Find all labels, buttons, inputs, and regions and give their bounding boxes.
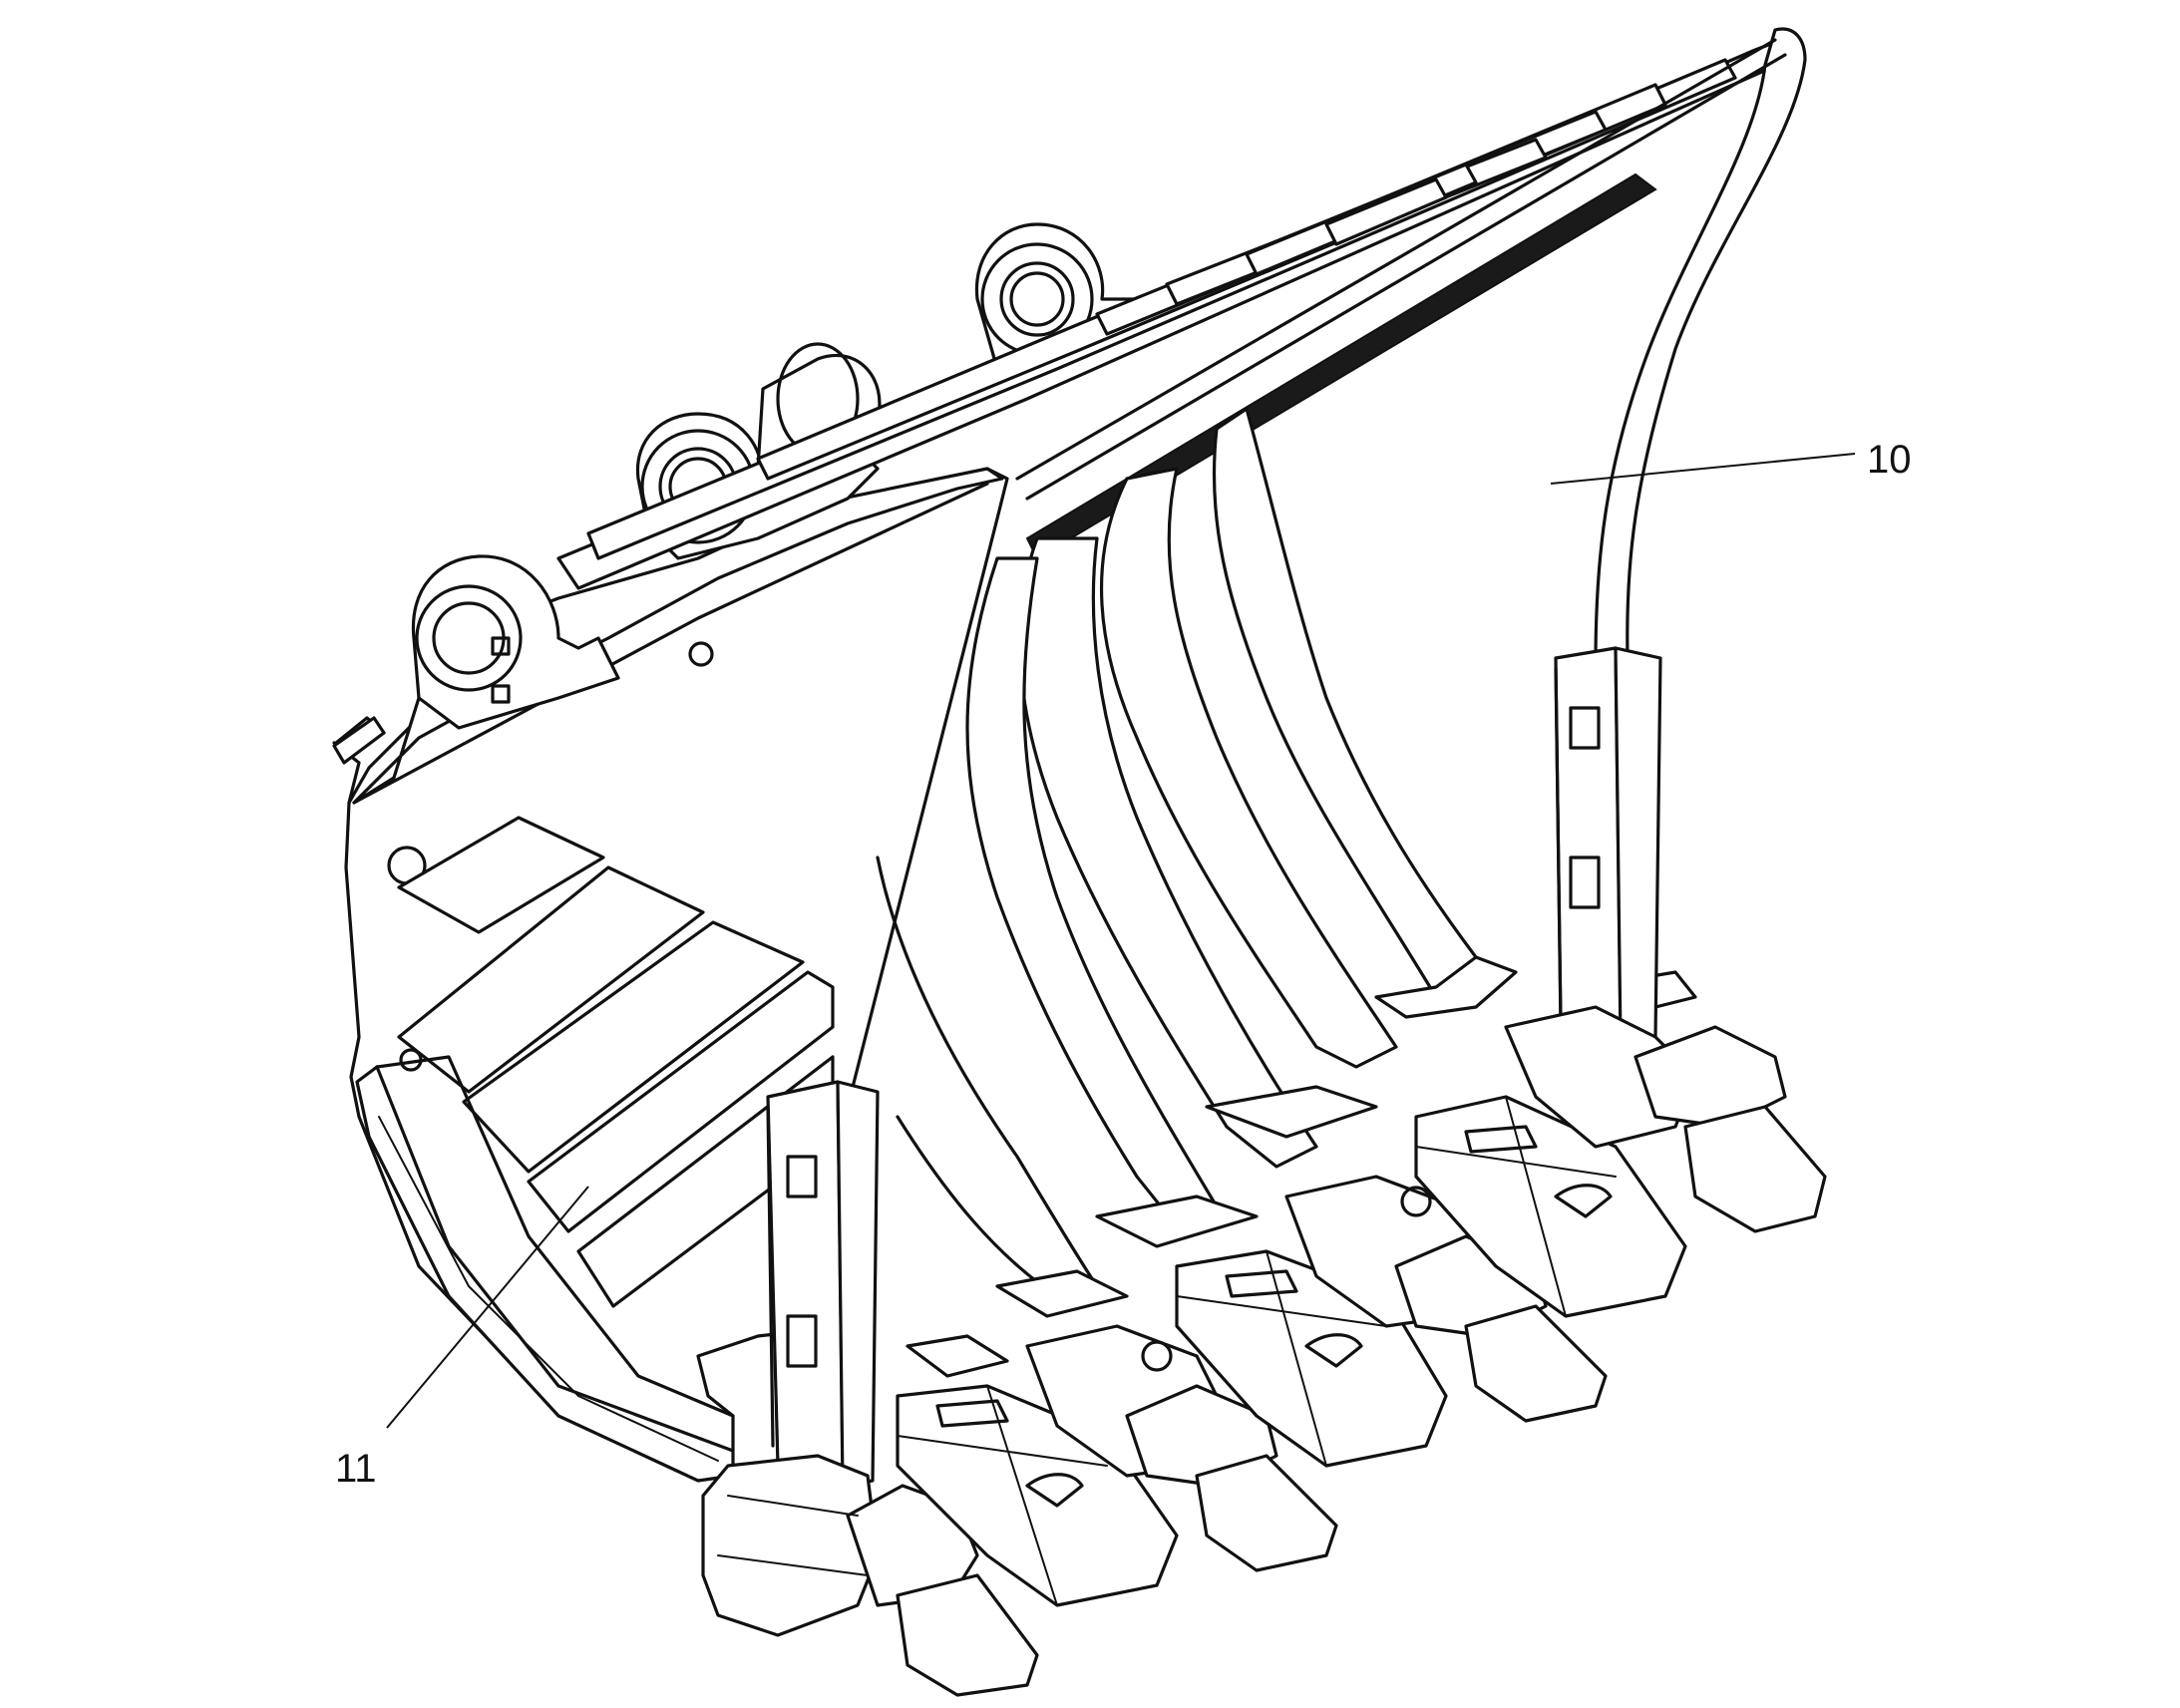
callout-10: 10	[1550, 438, 1912, 485]
callout-11: 11	[335, 1186, 589, 1491]
leader-line-11	[386, 1186, 589, 1429]
inner-curved-surfaces	[876, 407, 1478, 1298]
tooth-6	[1414, 1095, 1687, 1318]
right-side-plate	[1015, 27, 1807, 665]
tooth-3	[1025, 1324, 1338, 1572]
callout-label-11: 11	[335, 1447, 377, 1491]
back-ribs	[556, 33, 1802, 590]
side-cutter-right	[1554, 646, 1662, 1044]
tooth-row	[701, 1005, 1827, 1697]
tooth-7	[1504, 1005, 1827, 1233]
side-wear-strips	[397, 816, 835, 1308]
tooth-1	[701, 1454, 1039, 1697]
callout-label-10: 10	[1867, 438, 1912, 482]
leader-line-10	[1550, 453, 1856, 485]
side-cutter-left	[766, 1080, 880, 1488]
